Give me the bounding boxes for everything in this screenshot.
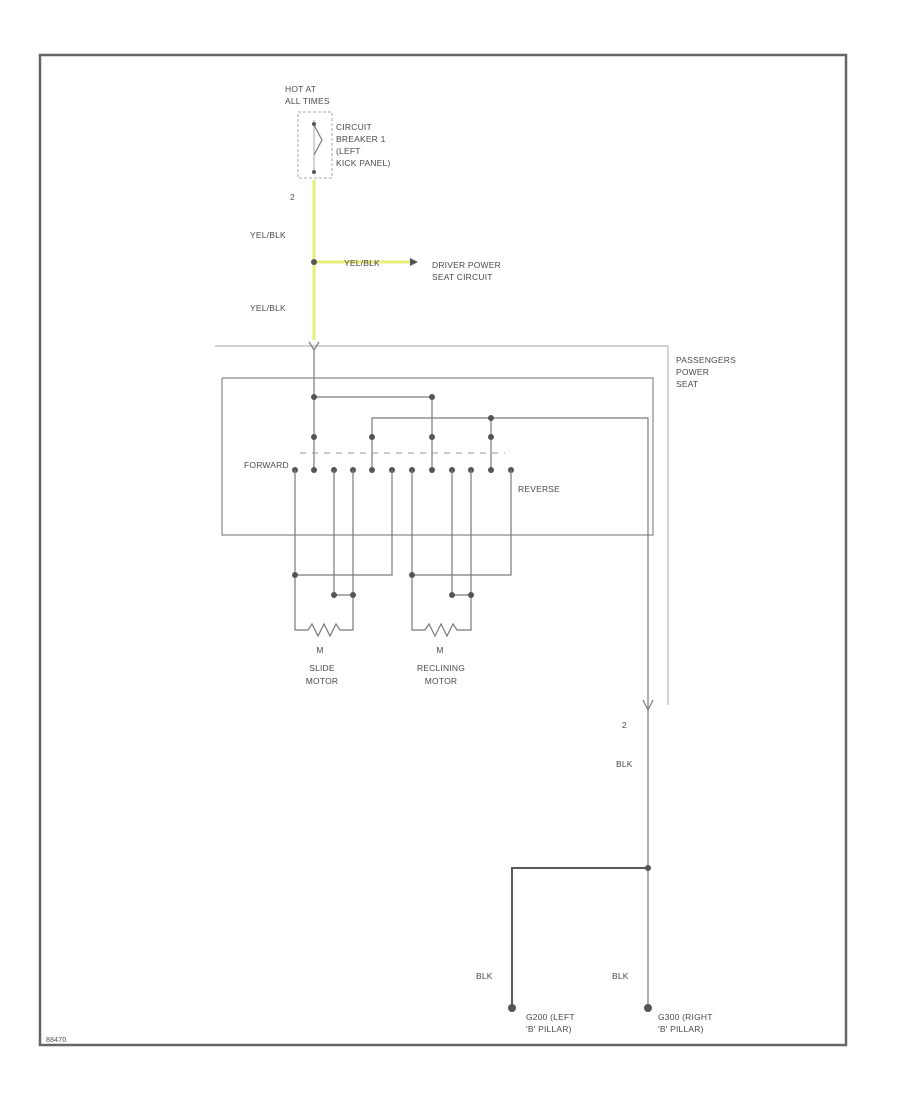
breaker-terminal-bottom — [312, 170, 316, 174]
contact — [429, 434, 435, 440]
breaker-label-line4: KICK PANEL) — [336, 158, 390, 168]
slide-motor-label-line1: SLIDE — [309, 663, 335, 673]
slide-motor-wire-a — [294, 470, 302, 631]
component-boundary — [215, 345, 669, 705]
slide-motor-jumper-1 — [333, 470, 353, 596]
switch-contacts-upper — [311, 434, 494, 440]
recline-motor-wire-a — [411, 470, 419, 631]
hot-label-line2: ALL TIMES — [285, 96, 330, 106]
wire-color-ground-feed: BLK — [616, 759, 633, 769]
ground-left-icon — [508, 1004, 516, 1012]
contact — [488, 434, 494, 440]
slide-motor-wire-b — [346, 470, 354, 631]
splice-recline-1 — [409, 572, 415, 578]
ground-left-label-line1: G200 (LEFT — [526, 1012, 575, 1022]
contact — [488, 467, 494, 473]
splice-recline-2 — [449, 592, 455, 598]
ground-right-label-line2: 'B' PILLAR) — [658, 1024, 704, 1034]
splice-ground-split — [645, 865, 651, 871]
hot-label-line1: HOT AT — [285, 84, 316, 94]
switch-housing — [221, 377, 654, 536]
slide-motor-symbol-label: M — [316, 645, 323, 655]
contact — [369, 467, 375, 473]
diagram-frame — [38, 53, 848, 1047]
ground-right-icon — [644, 1004, 652, 1012]
driver-circuit-line1: DRIVER POWER — [432, 260, 501, 270]
circuit-breaker — [297, 111, 333, 179]
component-label-line1: PASSENGERS — [676, 355, 736, 365]
ground-right-label-line1: G300 (RIGHT — [658, 1012, 713, 1022]
pin-number-top: 2 — [290, 192, 295, 202]
splice-slide-2 — [331, 592, 337, 598]
recline-motor-jumper-1 — [451, 470, 471, 596]
recline-motor-symbol-label: M — [436, 645, 443, 655]
contact — [369, 434, 375, 440]
splice-ground — [488, 415, 494, 421]
figure-id: 88470 — [46, 1037, 66, 1044]
breaker-terminal-top — [312, 122, 316, 126]
switch-terminals — [292, 467, 514, 473]
slide-motor-symbol — [302, 622, 346, 638]
splice-feed-right — [429, 394, 435, 400]
splice-slide-1 — [292, 572, 298, 578]
contact — [429, 467, 435, 473]
blk-wire-left — [511, 867, 648, 1008]
contact — [311, 467, 317, 473]
slide-motor-jumper-2 — [295, 470, 393, 576]
pin-number-ground: 2 — [622, 720, 627, 730]
wire-color-ground-right: BLK — [612, 971, 629, 981]
wire-color-ground-left: BLK — [476, 971, 493, 981]
driver-circuit-line2: SEAT CIRCUIT — [432, 272, 493, 282]
splice-recline-3 — [468, 592, 474, 598]
reverse-label: REVERSE — [518, 484, 560, 494]
component-label-line2: POWER — [676, 367, 709, 377]
wire-color-branch: YEL/BLK — [344, 258, 380, 268]
breaker-enclosure — [297, 111, 333, 179]
breaker-label-line3: (LEFT — [336, 146, 361, 156]
arrow-to-driver-circuit — [410, 258, 418, 266]
splice-driver-branch — [311, 259, 317, 265]
switch-ground-bus — [371, 417, 649, 708]
breaker-contact — [313, 124, 323, 156]
recline-motor-jumper-2 — [412, 470, 512, 576]
recline-motor-wire-b — [464, 470, 472, 631]
breaker-label-line2: BREAKER 1 — [336, 134, 386, 144]
splice-slide-3 — [350, 592, 356, 598]
ground-left-label-line2: 'B' PILLAR) — [526, 1024, 572, 1034]
component-label-line3: SEAT — [676, 379, 698, 389]
wire-color-lower: YEL/BLK — [250, 303, 286, 313]
recline-motor-label-line2: MOTOR — [425, 676, 457, 686]
recline-motor-label-line1: RECLINING — [417, 663, 465, 673]
recline-motor-symbol — [419, 622, 464, 638]
contact — [311, 434, 317, 440]
breaker-label-line1: CIRCUIT — [336, 122, 372, 132]
slide-motor-label-line2: MOTOR — [306, 676, 338, 686]
wire-color-upper: YEL/BLK — [250, 230, 286, 240]
splice-feed — [311, 394, 317, 400]
switch-contacts-lower — [311, 467, 494, 473]
forward-label: FORWARD — [244, 460, 289, 470]
